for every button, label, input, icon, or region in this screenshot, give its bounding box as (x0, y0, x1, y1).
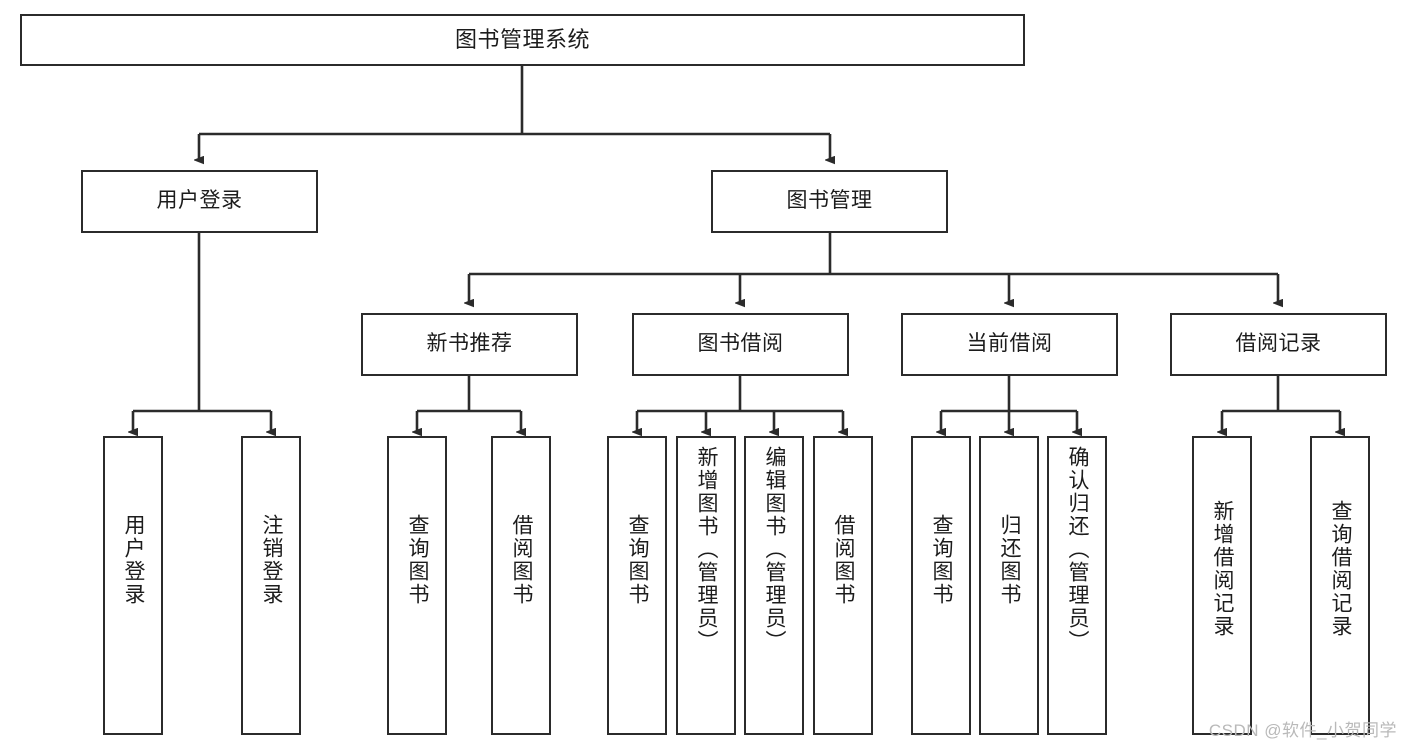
node-leaf-query-record[interactable]: 查询借阅记录 (1310, 436, 1370, 735)
node-label: 查询图书 (626, 514, 650, 606)
node-label: 查询借阅记录 (1329, 500, 1353, 638)
node-leaf-logout-login[interactable]: 注销登录 (241, 436, 301, 735)
node-leaf-borrow-book-2[interactable]: 借阅图书 (813, 436, 873, 735)
node-label: 借阅记录 (1235, 332, 1322, 356)
node-new-book-recommend[interactable]: 新书推荐 (361, 313, 578, 376)
node-label: 借阅图书 (510, 514, 534, 606)
node-label: 查询图书 (930, 514, 954, 606)
node-leaf-add-book[interactable]: 新增图书（管理员） (676, 436, 736, 735)
node-label: 当前借阅 (966, 332, 1053, 356)
node-leaf-confirm-return[interactable]: 确认归还（管理员） (1047, 436, 1107, 735)
node-leaf-query-book-1[interactable]: 查询图书 (387, 436, 447, 735)
node-label: 新增图书（管理员） (695, 446, 719, 653)
node-leaf-return-book[interactable]: 归还图书 (979, 436, 1039, 735)
node-label: 新增借阅记录 (1211, 500, 1235, 638)
node-label: 编辑图书（管理员） (763, 446, 787, 653)
node-label: 图书管理 (786, 189, 873, 213)
node-book-manage[interactable]: 图书管理 (711, 170, 948, 233)
node-label: 新书推荐 (426, 332, 513, 356)
node-leaf-add-record[interactable]: 新增借阅记录 (1192, 436, 1252, 735)
node-user-login[interactable]: 用户登录 (81, 170, 318, 233)
node-label: 图书管理系统 (454, 27, 590, 53)
node-label: 确认归还（管理员） (1066, 446, 1090, 653)
csdn-watermark: CSDN @软件_小贺同学 (1208, 721, 1397, 740)
node-book-borrow[interactable]: 图书借阅 (632, 313, 849, 376)
node-label: 用户登录 (156, 189, 243, 213)
node-label: 借阅图书 (832, 514, 856, 606)
node-label: 用户登录 (122, 514, 146, 606)
node-leaf-query-book-2[interactable]: 查询图书 (607, 436, 667, 735)
node-leaf-borrow-book-1[interactable]: 借阅图书 (491, 436, 551, 735)
node-label: 注销登录 (260, 514, 284, 606)
node-leaf-query-book-3[interactable]: 查询图书 (911, 436, 971, 735)
node-current-borrow[interactable]: 当前借阅 (901, 313, 1118, 376)
node-label: 图书借阅 (697, 332, 784, 356)
node-leaf-edit-book[interactable]: 编辑图书（管理员） (744, 436, 804, 735)
node-label: 查询图书 (406, 514, 430, 606)
node-label: 归还图书 (998, 514, 1022, 606)
node-leaf-user-login[interactable]: 用户登录 (103, 436, 163, 735)
node-borrow-record[interactable]: 借阅记录 (1170, 313, 1387, 376)
node-root-book-management-system[interactable]: 图书管理系统 (20, 14, 1025, 66)
